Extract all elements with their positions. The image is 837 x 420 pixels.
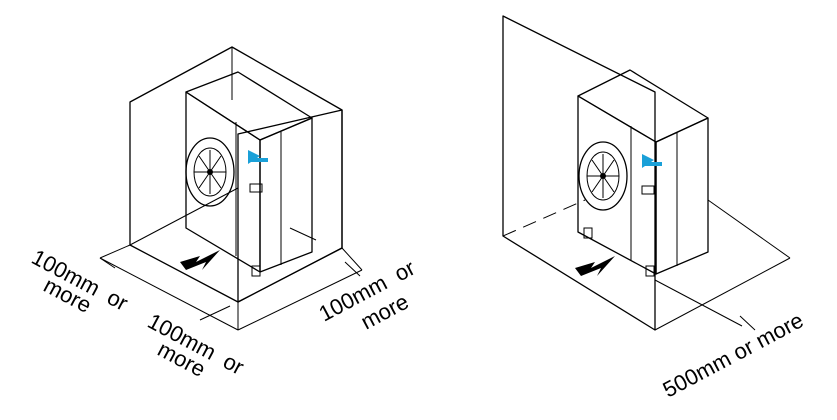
left-airflow-arrow bbox=[180, 250, 220, 270]
right-outdoor-unit bbox=[577, 69, 709, 277]
label-line-2: or bbox=[103, 284, 132, 315]
left-side-wall bbox=[237, 109, 343, 303]
left-label-clearance-left: 100mm or more bbox=[28, 244, 132, 318]
right-diagram bbox=[502, 15, 791, 331]
left-label-clearance-front: 100mm or more bbox=[144, 308, 248, 382]
left-fan-icon bbox=[185, 137, 235, 207]
right-airflow-arrow bbox=[575, 256, 615, 276]
label-line-2: or bbox=[390, 255, 419, 286]
left-diagram bbox=[99, 46, 363, 331]
label-line-2: or bbox=[219, 348, 248, 379]
left-label-clearance-right: 100mm or more bbox=[315, 255, 419, 334]
right-fan-icon bbox=[578, 141, 628, 211]
left-outdoor-unit bbox=[185, 71, 313, 277]
